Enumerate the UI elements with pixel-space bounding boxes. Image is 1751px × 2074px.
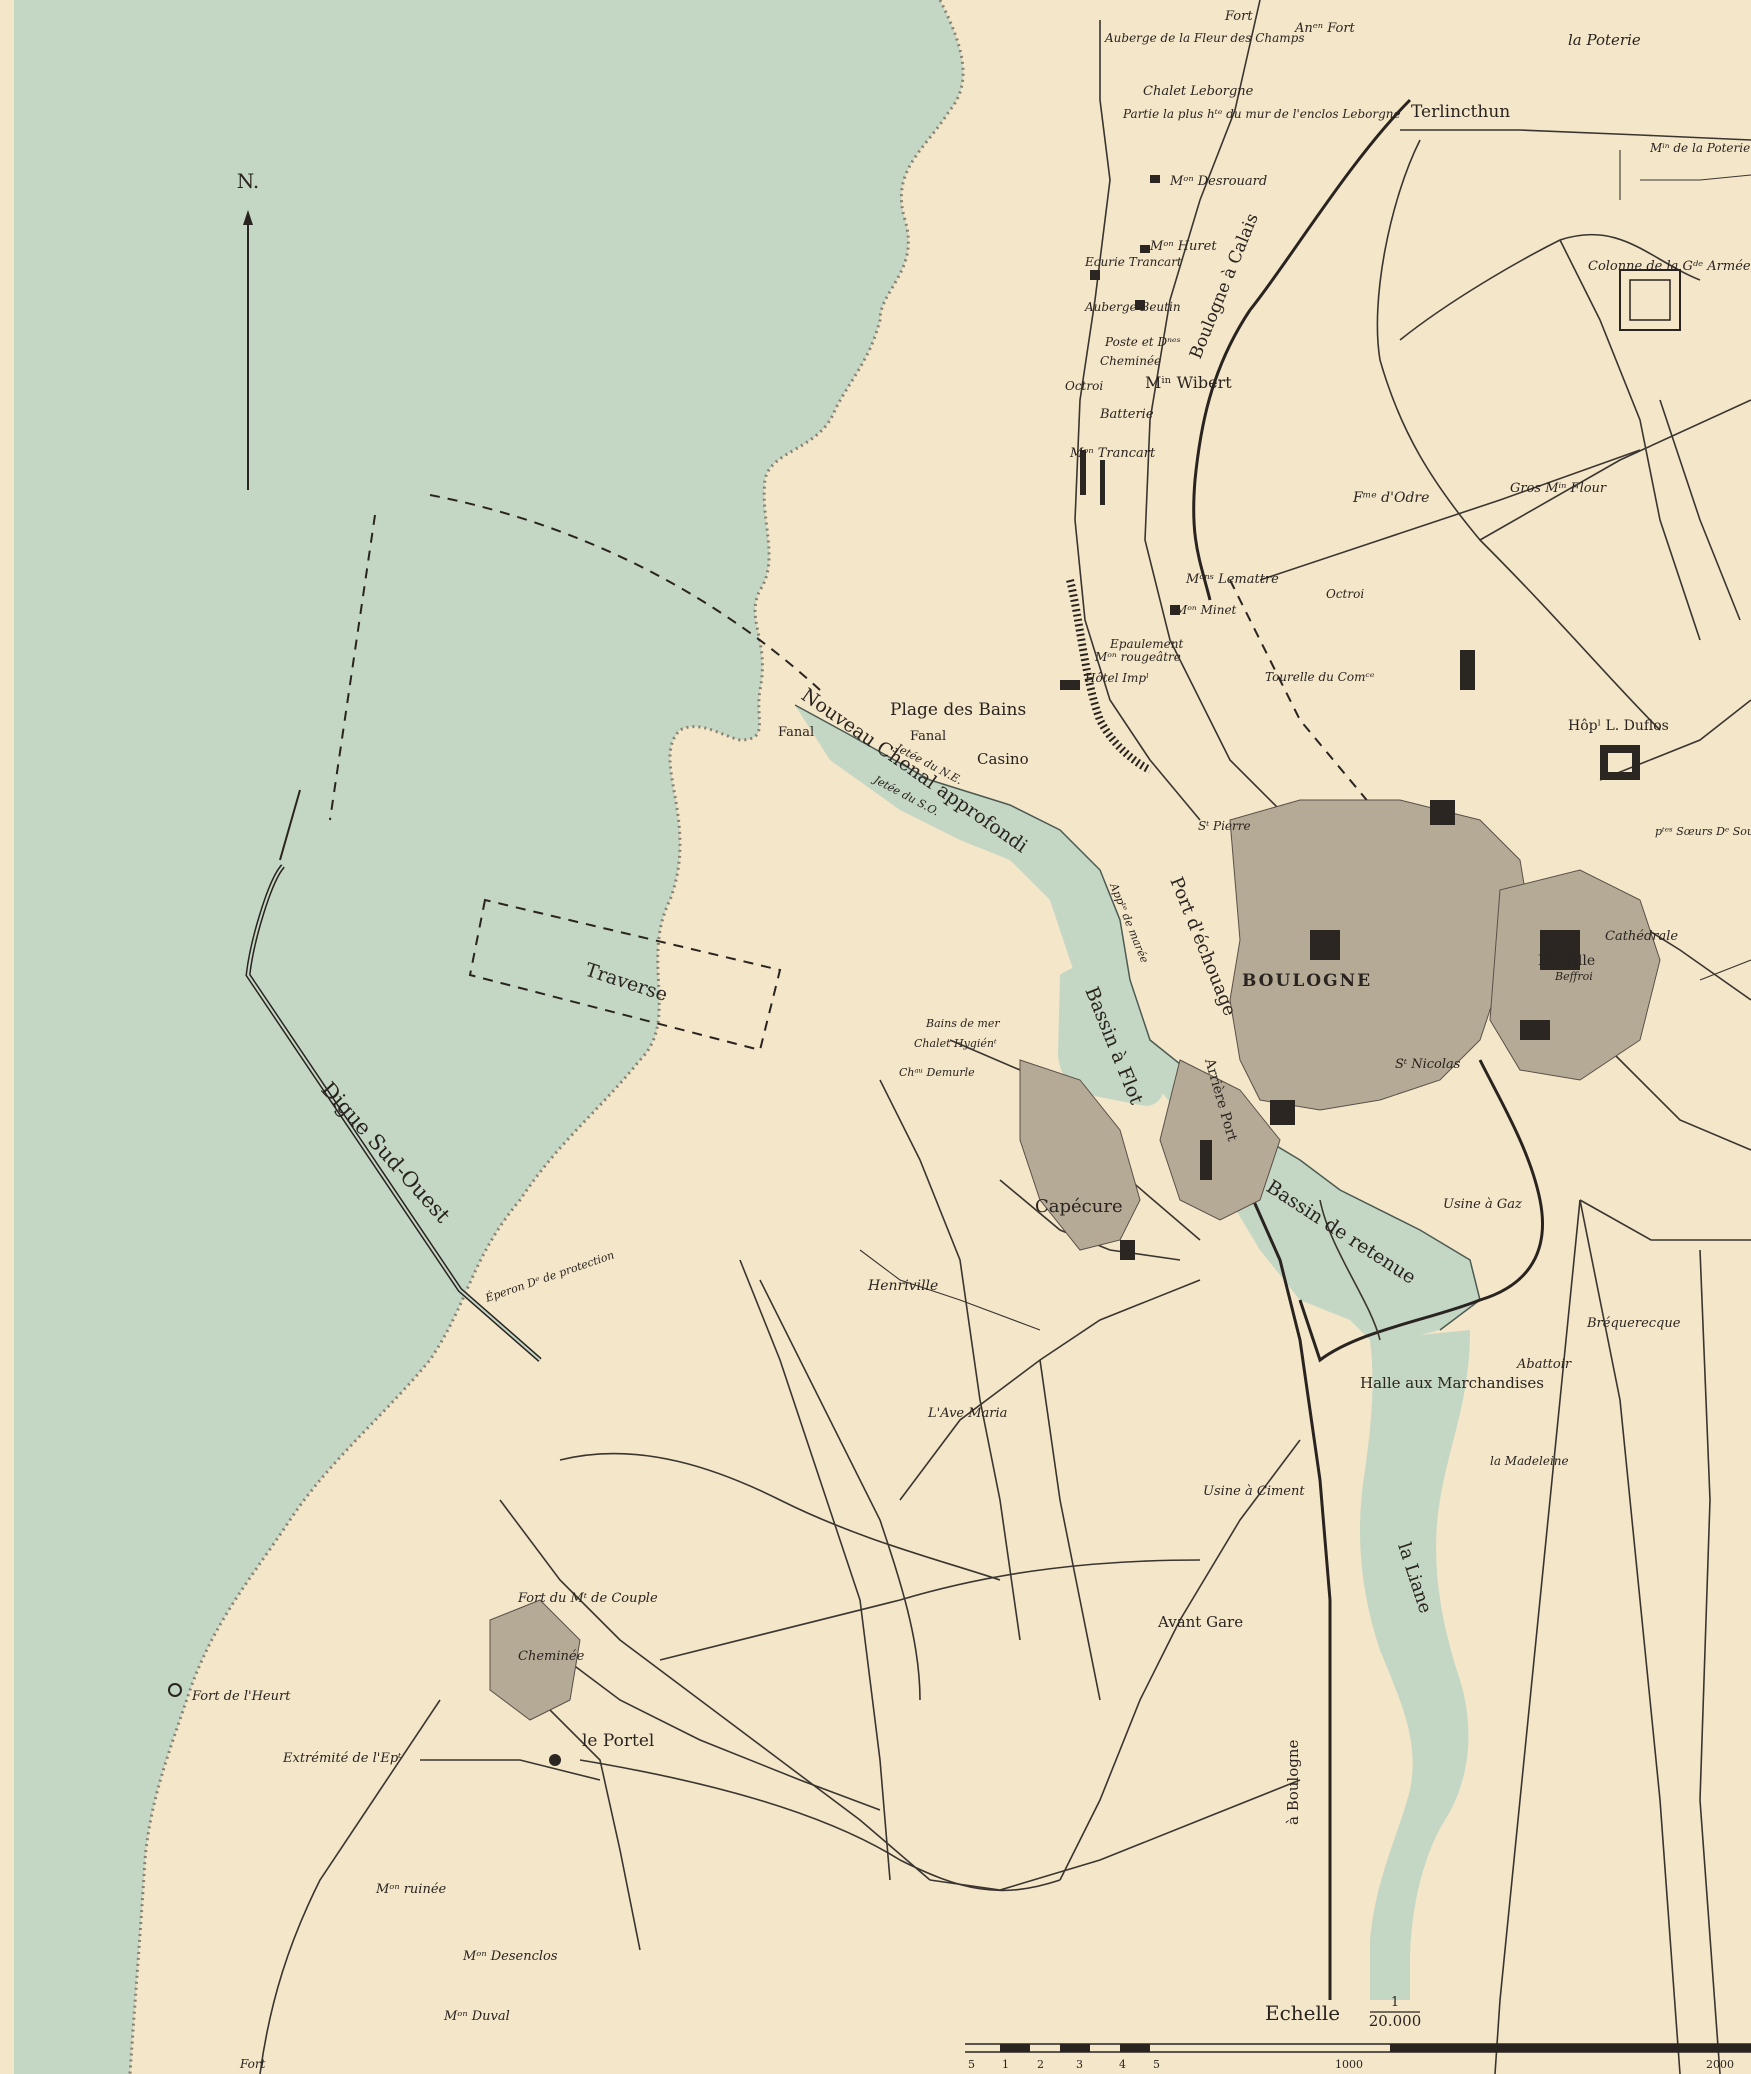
label-ptes-soeurs: pᵗᵉˢ Sœurs Dᵉ Sou [1655, 825, 1751, 838]
label-epaulement: Epaulement [1109, 637, 1183, 651]
label-gros-min-flour: Gros Mⁱⁿ Flour [1510, 481, 1607, 496]
river-liane [1360, 1330, 1470, 2000]
label-cathedrale: Cathédrale [1605, 929, 1678, 944]
label-la-madeleine: la Madeleine [1490, 1454, 1569, 1468]
label-min-wibert: Mⁱⁿ Wibert [1145, 373, 1232, 392]
sea [14, 0, 964, 2074]
label-auberge-beutin: Auberge Beutin [1084, 300, 1181, 314]
scale-bar [965, 2043, 1751, 2053]
label-mon-desenclos: Mᵒⁿ Desenclos [462, 1949, 558, 1964]
label-henriville: Henriville [867, 1278, 938, 1294]
label-fanal-2: Fanal [778, 725, 814, 740]
digue-end-line [279, 789, 301, 861]
label-avant-gare: Avant Gare [1157, 1613, 1243, 1631]
label-extremite: Extrémité de l'Epᵗ [282, 1751, 402, 1766]
label-ht-ville: Hᵗᵉ Ville [1538, 953, 1595, 969]
scale-tick-6: 1000 [1335, 2058, 1363, 2071]
label-partie-mur: Partie la plus hᵗᵉ du mur de l'enclos Le… [1122, 107, 1401, 121]
label-abattoir: Abattoir [1516, 1357, 1572, 1372]
label-fort-heurt: Fort de l'Heurt [191, 1689, 291, 1704]
label-cheminee-top: Cheminée [1100, 354, 1161, 368]
buildings [168, 175, 1681, 1766]
label-terlincthun: Terlincthun [1411, 102, 1510, 122]
label-octroi-top: Octroi [1065, 379, 1103, 393]
channel-outline [794, 704, 1481, 1331]
label-chi-demurle: Chᵃᵘ Demurle [899, 1066, 975, 1079]
north-arrow-head [243, 210, 253, 225]
label-mon-huret: Mᵒⁿ Huret [1149, 239, 1217, 254]
label-colonne: Colonne de la Gᵈᵉ Armée [1588, 259, 1751, 274]
scale-title: Echelle [1265, 2001, 1340, 2025]
label-beffroi: Beffroi [1554, 970, 1593, 983]
label-fanal-1: Fanal [910, 729, 946, 744]
projected-works-arc [429, 494, 821, 691]
scale-tick-2: 2 [1037, 2058, 1044, 2071]
label-st-pierre: Sᵗ Pierre [1198, 819, 1251, 833]
label-boulogne: BOULOGNE [1242, 971, 1372, 991]
label-min-poterie: Mⁱⁿ de la Poterie [1649, 141, 1750, 155]
label-capecure: Capécure [1035, 1196, 1123, 1217]
projected-works-line [329, 514, 376, 821]
label-fort-top: Fort [1224, 9, 1253, 24]
scale-tick-5: 5 [1153, 2058, 1160, 2071]
label-usine-ciment: Usine à Ciment [1203, 1484, 1305, 1499]
label-bains-mer: Bains de mer [925, 1017, 1000, 1030]
label-le-portel: le Portel [582, 1731, 654, 1751]
beach-stipple [128, 0, 965, 2074]
railway-calais [1192, 98, 1412, 601]
label-la-poterie: la Poterie [1568, 31, 1641, 49]
scale-tick-0: 5 [968, 2058, 975, 2071]
label-mon-minet: Mᵒⁿ Minet [1174, 603, 1237, 617]
label-mon-desrouard: Mᵒⁿ Desrouard [1169, 174, 1267, 189]
scale-tick-7: 2000 [1706, 2058, 1734, 2071]
label-plage-bains: Plage des Bains [890, 700, 1026, 720]
railway-ville [1298, 1059, 1544, 1363]
label-hopl-duflos: Hôpˡ L. Duflos [1568, 718, 1669, 734]
label-auberge-fleur: Auberge de la Fleur des Champs [1104, 31, 1305, 45]
label-ave-maria: L'Ave Maria [927, 1406, 1007, 1421]
label-ecurie-trancart: Ecurie Trancart [1084, 255, 1182, 269]
label-batterie: Batterie [1099, 407, 1154, 422]
scale-tick-4: 4 [1119, 2058, 1126, 2071]
label-cheminee-low: Cheminée [518, 1649, 585, 1664]
label-mon-ruinee: Mᵒⁿ ruinée [375, 1882, 447, 1897]
label-st-nicolas: Sᵗ Nicolas [1395, 1057, 1461, 1072]
label-usine-gaz: Usine à Gaz [1443, 1197, 1522, 1212]
label-mon-rougeatre: Mᵒⁿ rougeâtre [1094, 650, 1181, 664]
label-tourelle: Tourelle du Comᶜᵉ [1265, 670, 1375, 684]
label-chalet-leborgne: Chalet Leborgne [1143, 84, 1254, 99]
label-brequerecque: Bréquerecque [1586, 1316, 1681, 1331]
scale-fraction-num: 1 [1391, 1995, 1399, 2010]
label-octroi-mid: Octroi [1326, 587, 1364, 601]
label-mon-duval: Mᵒⁿ Duval [443, 2009, 510, 2024]
label-mon-trancart: Mᵒⁿ Trancart [1069, 446, 1156, 461]
label-mons-lemattre: Mᵒⁿˢ Lemattre [1185, 572, 1279, 587]
label-casino: Casino [977, 750, 1029, 768]
label-fort-bottom: Fort [239, 2057, 266, 2071]
label-hotel-imp: Hôtel Impˡ [1084, 671, 1149, 685]
label-fme-odre: Fᵐᵉ d'Odre [1352, 490, 1429, 506]
label-a-boulogne: à Boulogne [1284, 1739, 1302, 1825]
scale-tick-1: 1 [1002, 2058, 1009, 2071]
scale-tick-3: 3 [1076, 2058, 1083, 2071]
scale-fraction-den: 20.000 [1369, 2012, 1422, 2030]
label-poste-dnes: Poste et Dⁿᵉˢ [1104, 335, 1181, 349]
label-anc-fort: Anᵉⁿ Fort [1294, 21, 1356, 36]
label-chalet-hygien: Chalet Hygiénᵗ [914, 1037, 997, 1050]
label-halle: Halle aux Marchandises [1360, 1374, 1544, 1392]
label-fort-couple: Fort du Mᵗ de Couple [517, 1591, 658, 1606]
traverse-outline [468, 898, 782, 1052]
north-label: N. [237, 169, 260, 193]
bassin-a-flot [1058, 965, 1164, 1106]
